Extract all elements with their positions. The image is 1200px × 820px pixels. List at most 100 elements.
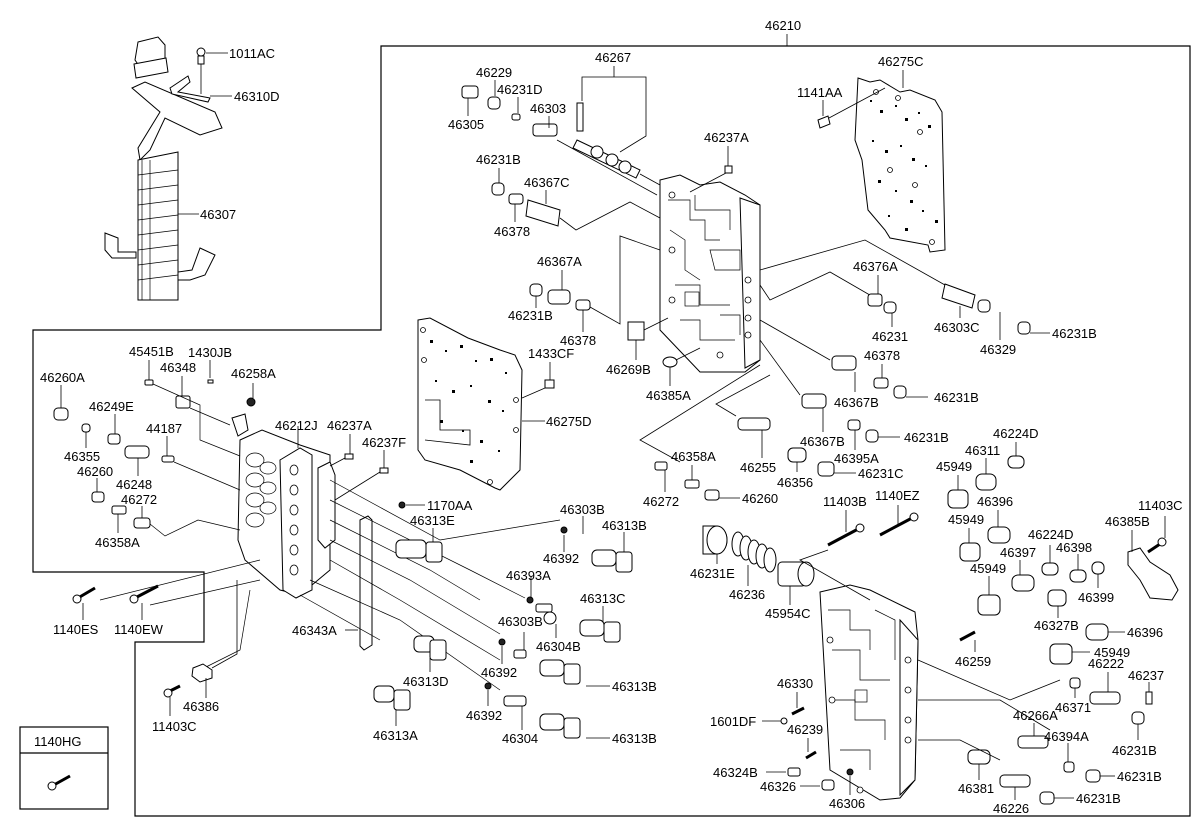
callout-46231[interactable]: 46231 — [872, 329, 908, 344]
callout-46313B-c[interactable]: 46313B — [612, 731, 657, 746]
callout-46378-c[interactable]: 46378 — [864, 348, 900, 363]
callout-46356[interactable]: 46356 — [777, 475, 813, 490]
callout-46222[interactable]: 46222 — [1088, 656, 1124, 671]
callout-46249E[interactable]: 46249E — [89, 399, 134, 414]
callout-46324B[interactable]: 46324B — [713, 765, 758, 780]
callout-46330[interactable]: 46330 — [777, 676, 813, 691]
callout-46303B-b[interactable]: 46303B — [498, 614, 543, 629]
callout-46231B-h[interactable]: 46231B — [1076, 791, 1121, 806]
callout-46313A[interactable]: 46313A — [373, 728, 418, 743]
callout-45949-d[interactable]: 45949 — [1094, 645, 1130, 660]
callout-46237A-left[interactable]: 46237A — [327, 418, 372, 433]
callout-1170AA[interactable]: 1170AA — [427, 498, 473, 513]
callout-46303C[interactable]: 46303C — [934, 320, 980, 335]
callout-46260A[interactable]: 46260A — [40, 370, 85, 385]
callout-46304B[interactable]: 46304B — [536, 639, 581, 654]
callout-46395A[interactable]: 46395A — [834, 451, 879, 466]
callout-46307[interactable]: 46307 — [200, 207, 236, 222]
callout-45954C[interactable]: 45954C — [765, 606, 811, 621]
legend-part-number[interactable]: 1140HG — [34, 734, 81, 749]
callout-11403C-left[interactable]: 11403C — [152, 719, 197, 734]
callout-46224D-b[interactable]: 46224D — [1028, 527, 1074, 542]
callout-46272-left[interactable]: 46272 — [121, 492, 157, 507]
callout-1141AA[interactable]: 1141AA — [797, 85, 843, 100]
callout-46231B-f[interactable]: 46231B — [1112, 743, 1157, 758]
callout-46313B-b[interactable]: 46313B — [612, 679, 657, 694]
callout-46231B-a[interactable]: 46231B — [476, 152, 521, 167]
callout-46248[interactable]: 46248 — [116, 477, 152, 492]
callout-46269B[interactable]: 46269B — [606, 362, 651, 377]
callout-46231B-g[interactable]: 46231B — [1117, 769, 1162, 784]
callout-1140EZ[interactable]: 1140EZ — [875, 488, 920, 503]
callout-46231B-c[interactable]: 46231B — [1052, 326, 1097, 341]
callout-46267[interactable]: 46267 — [595, 50, 631, 65]
callout-46266A[interactable]: 46266A — [1013, 708, 1058, 723]
callout-46385A[interactable]: 46385A — [646, 388, 691, 403]
callout-46399[interactable]: 46399 — [1078, 590, 1114, 605]
callout-46327B[interactable]: 46327B — [1034, 618, 1079, 633]
callout-46237[interactable]: 46237 — [1128, 668, 1164, 683]
callout-46231E[interactable]: 46231E — [690, 566, 735, 581]
callout-46398[interactable]: 46398 — [1056, 540, 1092, 555]
callout-46210[interactable]: 46210 — [765, 18, 801, 33]
callout-46258A[interactable]: 46258A — [231, 366, 276, 381]
callout-46311[interactable]: 46311 — [965, 443, 1000, 458]
callout-46239[interactable]: 46239 — [787, 722, 823, 737]
callout-46367B-b[interactable]: 46367B — [800, 434, 845, 449]
callout-1433CF[interactable]: 1433CF — [528, 346, 574, 361]
callout-46378-b[interactable]: 46378 — [560, 333, 596, 348]
callout-46212J[interactable]: 46212J — [275, 418, 318, 433]
callout-46313B-a[interactable]: 46313B — [602, 518, 647, 533]
callout-46376A[interactable]: 46376A — [853, 259, 898, 274]
callout-1601DF[interactable]: 1601DF — [710, 714, 756, 729]
callout-46329[interactable]: 46329 — [980, 342, 1016, 357]
callout-46378-a[interactable]: 46378 — [494, 224, 530, 239]
callout-45451B[interactable]: 45451B — [129, 344, 174, 359]
callout-46226[interactable]: 46226 — [993, 801, 1029, 816]
callout-46224D-a[interactable]: 46224D — [993, 426, 1039, 441]
callout-46348[interactable]: 46348 — [160, 360, 196, 375]
callout-46260-mid[interactable]: 46260 — [742, 491, 778, 506]
callout-46306[interactable]: 46306 — [829, 796, 865, 811]
callout-46231D[interactable]: 46231D — [497, 82, 543, 97]
callout-46231B-b[interactable]: 46231B — [508, 308, 553, 323]
callout-46367A[interactable]: 46367A — [537, 254, 582, 269]
callout-46229[interactable]: 46229 — [476, 65, 512, 80]
callout-46358A-left[interactable]: 46358A — [95, 535, 140, 550]
callout-46231B-e[interactable]: 46231B — [904, 430, 949, 445]
callout-46396-b[interactable]: 46396 — [1127, 625, 1163, 640]
callout-46393A[interactable]: 46393A — [506, 568, 551, 583]
callout-46237A-top[interactable]: 46237A — [704, 130, 749, 145]
callout-11403C-right[interactable]: 11403C — [1138, 498, 1183, 513]
callout-46260-left[interactable]: 46260 — [77, 464, 113, 479]
callout-46303B-a[interactable]: 46303B — [560, 502, 605, 517]
callout-1430JB[interactable]: 1430JB — [188, 345, 232, 360]
callout-46381[interactable]: 46381 — [958, 781, 994, 796]
callout-46397[interactable]: 46397 — [1000, 545, 1036, 560]
callout-46275C[interactable]: 46275C — [878, 54, 924, 69]
callout-46371[interactable]: 46371 — [1055, 700, 1091, 715]
callout-46394A[interactable]: 46394A — [1044, 729, 1089, 744]
callout-46343A[interactable]: 46343A — [292, 623, 337, 638]
callout-46392-a[interactable]: 46392 — [543, 551, 579, 566]
callout-44187[interactable]: 44187 — [146, 421, 182, 436]
callout-46355[interactable]: 46355 — [64, 449, 100, 464]
callout-46237F[interactable]: 46237F — [362, 435, 406, 450]
callout-46386[interactable]: 46386 — [183, 699, 219, 714]
callout-46313C[interactable]: 46313C — [580, 591, 626, 606]
callout-46385B[interactable]: 46385B — [1105, 514, 1150, 529]
callout-46326[interactable]: 46326 — [760, 779, 796, 794]
callout-46255[interactable]: 46255 — [740, 460, 776, 475]
callout-1140ES[interactable]: 1140ES — [53, 622, 99, 637]
callout-1140EW[interactable]: 1140EW — [114, 622, 164, 637]
callout-11403B[interactable]: 11403B — [823, 494, 867, 509]
callout-46303[interactable]: 46303 — [530, 101, 566, 116]
callout-46231C[interactable]: 46231C — [858, 466, 904, 481]
callout-46275D[interactable]: 46275D — [546, 414, 592, 429]
callout-46396-a[interactable]: 46396 — [977, 494, 1013, 509]
callout-46231B-d[interactable]: 46231B — [934, 390, 979, 405]
callout-46310D[interactable]: 46310D — [234, 89, 280, 104]
callout-46358A-mid[interactable]: 46358A — [671, 449, 716, 464]
callout-45949-a[interactable]: 45949 — [936, 459, 972, 474]
callout-46304[interactable]: 46304 — [502, 731, 538, 746]
